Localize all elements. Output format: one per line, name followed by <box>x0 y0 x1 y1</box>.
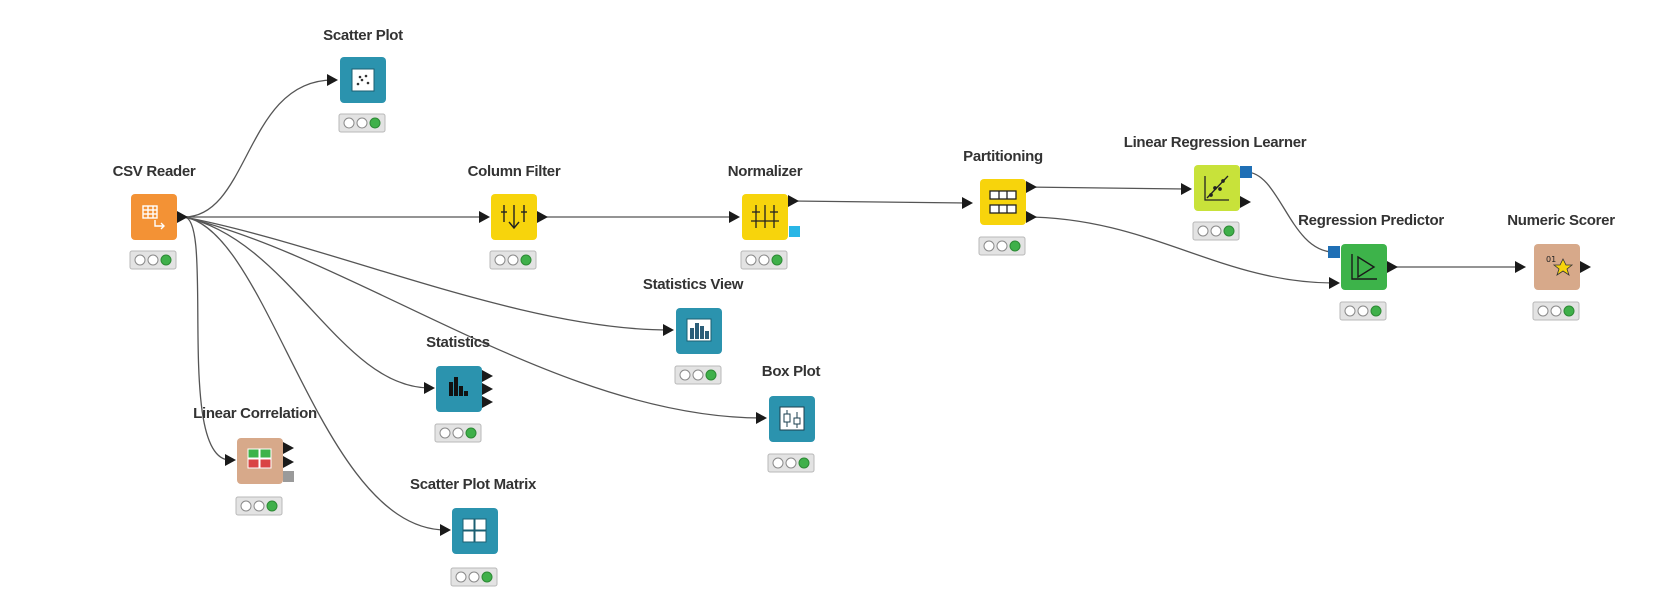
node-label: CSV Reader <box>113 163 196 180</box>
input-port[interactable] <box>729 211 740 223</box>
node-label: Statistics View <box>643 276 744 293</box>
connection-csv-to-linear-correlation[interactable] <box>183 216 231 461</box>
node-label: Column Filter <box>468 163 561 180</box>
node-statistics-view[interactable]: Statistics View <box>643 276 744 385</box>
node-regression-predictor[interactable]: Regression Predictor <box>1298 212 1445 321</box>
node-label: Statistics <box>426 334 490 351</box>
node-normalizer[interactable]: Normalizer <box>728 163 803 270</box>
scorer-star-icon: 01 <box>1546 255 1574 276</box>
output-port[interactable] <box>1240 196 1251 208</box>
output-port-3[interactable] <box>482 396 493 408</box>
node-numeric-scorer[interactable]: Numeric Scorer 01 <box>1507 212 1616 321</box>
node-label: Normalizer <box>728 163 803 180</box>
normalizer-icon <box>751 205 779 228</box>
input-port[interactable] <box>479 211 490 223</box>
connection-csv-to-box-plot[interactable] <box>183 216 763 419</box>
status-traffic-light <box>767 453 815 473</box>
node-partitioning[interactable]: Partitioning <box>962 148 1043 256</box>
node-label: Partitioning <box>963 148 1043 165</box>
output-port-2[interactable] <box>482 383 493 395</box>
node-body[interactable] <box>1341 244 1387 290</box>
statistics-icon <box>449 377 468 396</box>
node-csv-reader[interactable]: CSV Reader <box>113 163 196 270</box>
column-filter-icon <box>501 205 527 230</box>
node-label: Regression Predictor <box>1298 212 1444 229</box>
input-port[interactable] <box>756 412 767 424</box>
connection-csv-to-scatter-matrix[interactable] <box>183 216 447 531</box>
model-output-port[interactable] <box>1240 166 1252 178</box>
output-port-top[interactable] <box>1026 181 1037 193</box>
output-port-1[interactable] <box>482 370 493 382</box>
status-traffic-light <box>129 250 177 270</box>
output-port[interactable] <box>537 211 548 223</box>
status-traffic-light <box>740 250 788 270</box>
regression-chart-icon <box>1204 175 1229 201</box>
node-statistics[interactable]: Statistics <box>424 334 493 443</box>
node-box-plot[interactable]: Box Plot <box>756 363 821 473</box>
output-port-2[interactable] <box>283 456 294 468</box>
output-port[interactable] <box>1580 261 1591 273</box>
model-input-port[interactable] <box>1328 246 1340 258</box>
node-scatter-plot[interactable]: Scatter Plot <box>323 27 403 133</box>
connection-partitioning-to-learner[interactable] <box>1023 186 1187 190</box>
bar-chart-icon <box>686 318 712 342</box>
input-port[interactable] <box>327 74 338 86</box>
node-label: Linear Correlation <box>193 405 317 422</box>
input-port[interactable] <box>440 524 451 536</box>
status-traffic-light <box>434 423 482 443</box>
model-output-port[interactable] <box>789 226 800 237</box>
status-traffic-light <box>978 236 1026 256</box>
input-port[interactable] <box>962 197 973 209</box>
node-body[interactable] <box>131 194 177 240</box>
node-label: Linear Regression Learner <box>1124 134 1307 151</box>
connection-csv-to-statistics[interactable] <box>183 216 431 389</box>
connection-normalizer-to-partitioning[interactable] <box>791 200 968 204</box>
input-port[interactable] <box>424 382 435 394</box>
status-traffic-light <box>450 567 498 587</box>
node-label: Scatter Plot Matrix <box>410 476 537 493</box>
status-traffic-light <box>674 365 722 385</box>
connection-learner-to-predictor[interactable] <box>1245 171 1335 253</box>
output-port[interactable] <box>788 195 799 207</box>
node-body[interactable] <box>980 179 1026 225</box>
input-port[interactable] <box>1515 261 1526 273</box>
correlation-matrix-icon <box>247 448 272 469</box>
status-traffic-light <box>489 250 537 270</box>
status-traffic-light <box>235 496 283 516</box>
connection-partitioning-to-predictor[interactable] <box>1023 216 1335 284</box>
node-scatter-plot-matrix[interactable]: Scatter Plot Matrix <box>410 476 537 587</box>
node-linear-regression-learner[interactable]: Linear Regression Learner <box>1124 134 1307 241</box>
output-port[interactable] <box>177 211 188 223</box>
node-label: Scatter Plot <box>323 27 403 44</box>
input-port[interactable] <box>1329 277 1340 289</box>
table-arrow-icon <box>142 205 165 230</box>
node-label: Numeric Scorer <box>1507 212 1615 229</box>
scatter-icon <box>351 68 375 92</box>
output-port[interactable] <box>1387 261 1398 273</box>
connection-csv-to-scatter-plot[interactable] <box>183 79 334 218</box>
status-traffic-light <box>338 113 386 133</box>
connection-csv-to-statistics-view[interactable] <box>183 216 670 331</box>
node-column-filter[interactable]: Column Filter <box>468 163 561 270</box>
input-port[interactable] <box>1181 183 1192 195</box>
output-port-1[interactable] <box>283 442 294 454</box>
connections <box>183 79 1520 531</box>
predictor-icon <box>1351 254 1377 280</box>
input-port[interactable] <box>663 324 674 336</box>
status-traffic-light <box>1532 301 1580 321</box>
partition-icon <box>989 190 1017 214</box>
input-port[interactable] <box>225 454 236 466</box>
box-plot-icon <box>779 406 805 431</box>
node-linear-correlation[interactable]: Linear Correlation <box>193 405 317 516</box>
scatter-matrix-icon <box>462 518 487 543</box>
status-traffic-light <box>1339 301 1387 321</box>
svg-text:01: 01 <box>1546 255 1556 264</box>
node-label: Box Plot <box>762 363 821 380</box>
status-traffic-light <box>1192 221 1240 241</box>
output-port-bottom[interactable] <box>1026 211 1037 223</box>
output-port-3[interactable] <box>283 471 294 482</box>
